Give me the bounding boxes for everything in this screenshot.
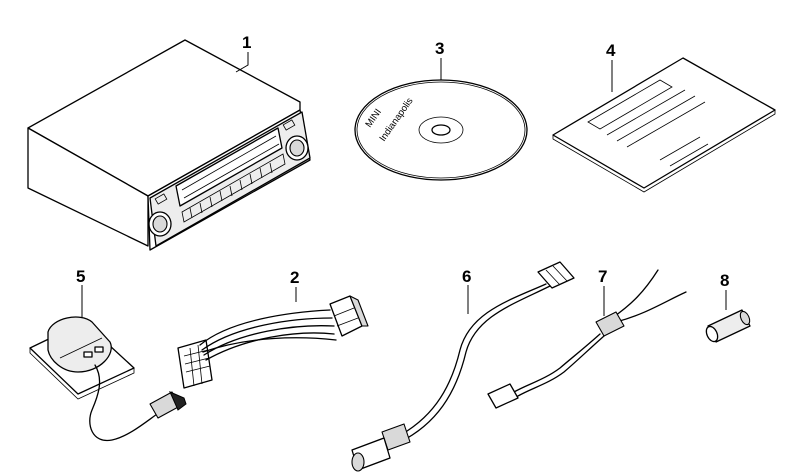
software-cd-illustration: MINI Indianapolis 3 — [354, 39, 528, 181]
adapter-lead-illustration: 7 — [487, 267, 687, 409]
radio-unit-illustration: 1 — [27, 33, 311, 251]
part-number-3: 3 — [435, 39, 444, 58]
part-number-1: 1 — [242, 33, 251, 52]
part-number-7: 7 — [598, 267, 607, 286]
antenna-illustration: 5 — [29, 267, 187, 442]
fuse-sleeve-illustration: 8 — [705, 271, 751, 343]
antenna-cable-illustration: 6 — [351, 261, 575, 472]
wiring-adapter-illustration: 2 — [177, 268, 369, 389]
part-number-6: 6 — [462, 267, 471, 286]
part-number-2: 2 — [290, 268, 299, 287]
instructions-booklet-illustration: 4 — [552, 41, 776, 193]
part-number-4: 4 — [606, 41, 616, 60]
part-number-5: 5 — [76, 267, 85, 286]
part-number-8: 8 — [720, 271, 729, 290]
